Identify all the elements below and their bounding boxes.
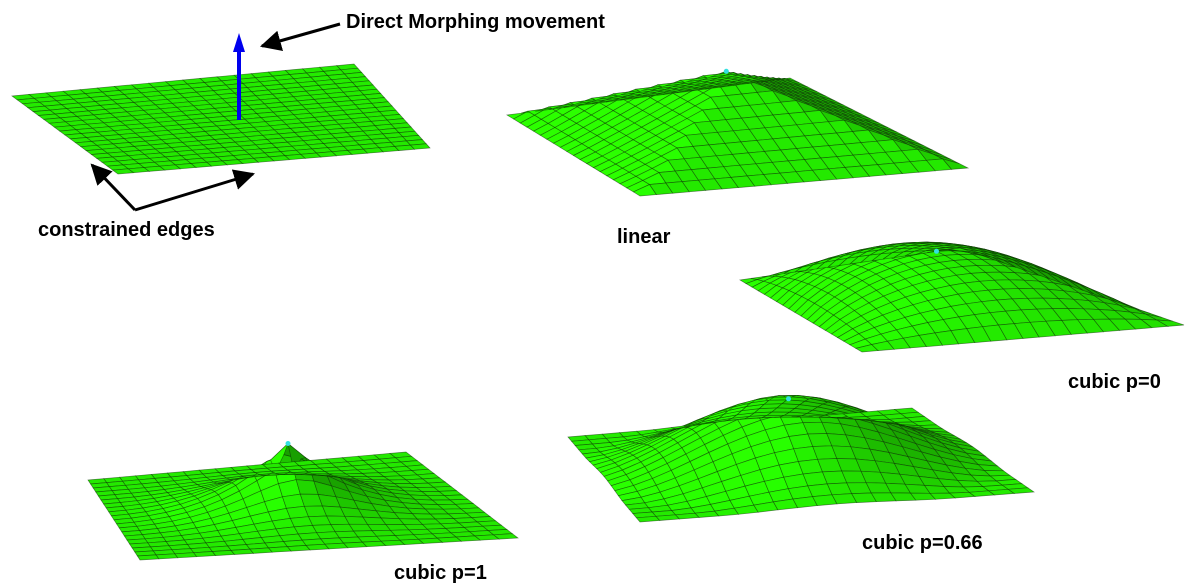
mesh-cell xyxy=(1007,487,1036,494)
edge-callout-arrow-right xyxy=(134,169,256,212)
cubic-p1-morph-mesh xyxy=(87,441,519,561)
movement-callout-arrow xyxy=(259,22,341,51)
edge-callout-arrow-left xyxy=(90,163,137,212)
mesh-cell xyxy=(136,554,160,561)
control-point xyxy=(934,248,939,254)
movement-annotation: Direct Morphing movement xyxy=(346,11,605,33)
mesh-cell xyxy=(155,553,179,560)
mesh-cell xyxy=(1156,319,1185,327)
control-point xyxy=(285,441,291,446)
mesh-cell xyxy=(193,551,217,558)
flat-plate-mesh xyxy=(11,63,431,175)
mesh-cell xyxy=(174,552,198,559)
linear-morph-mesh xyxy=(505,68,970,197)
control-point xyxy=(786,396,791,402)
control-point xyxy=(723,68,729,74)
edges-annotation: constrained edges xyxy=(38,219,215,241)
mesh-cell xyxy=(492,533,519,540)
cubic-p066-morph-mesh xyxy=(567,394,1036,523)
mesh-cell xyxy=(409,143,431,150)
cubic-p0-morph-mesh xyxy=(738,241,1185,353)
caption-cubic-p066: cubic p=0.66 xyxy=(862,532,983,554)
mesh-cell xyxy=(941,158,970,170)
movement-arrow xyxy=(233,33,245,120)
caption-linear: linear xyxy=(617,226,671,248)
caption-cubic-p1: cubic p=1 xyxy=(394,562,487,584)
mesh-cell xyxy=(230,548,255,555)
caption-cubic-p0: cubic p=0 xyxy=(1068,371,1161,393)
mesh-cell xyxy=(211,550,236,556)
